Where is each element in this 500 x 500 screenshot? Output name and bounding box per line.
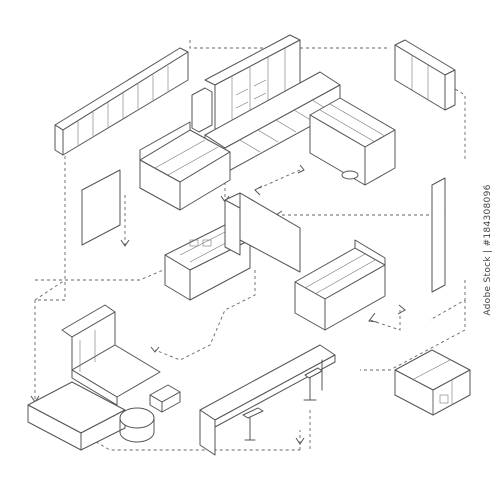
kitchen-back-run: [191, 34, 301, 141]
arrow-down-icon: [150, 346, 160, 353]
sofa-left: [139, 121, 231, 211]
route-left-vertical: [34, 150, 66, 400]
route-island-loop: [154, 270, 256, 361]
stock-watermark: Adobe Stock | #184308096: [483, 184, 493, 316]
arrow-diagonal-icon: [254, 185, 263, 196]
kitchen-right-block: [309, 97, 396, 186]
route-left-to-island: [35, 264, 176, 281]
dashed-connectors: [34, 40, 466, 451]
desk: [199, 344, 336, 456]
daybed: [27, 381, 126, 451]
ottoman: [149, 384, 181, 413]
arrow-diagonal-icon: [368, 312, 378, 323]
wall-cabinet-right: [394, 39, 456, 111]
route-right-bottom: [360, 300, 466, 371]
partition-wall: [224, 192, 301, 273]
round-table: [119, 407, 155, 443]
route-diag-upper: [254, 169, 301, 191]
lounge-chair: [61, 304, 161, 406]
arrow-down-icon: [295, 437, 305, 445]
sofa-right: [294, 239, 386, 331]
chair-front: [242, 407, 264, 441]
bench-seat: [341, 170, 359, 180]
wall-cabinet-left: [54, 47, 189, 156]
right-wall-panel: [431, 177, 446, 293]
wall-panel: [81, 169, 121, 246]
route-right-mid: [369, 310, 401, 331]
chair-back: [303, 367, 323, 401]
arrow-down-icon: [120, 239, 130, 247]
kitchen-island: [164, 224, 251, 301]
arrow-diagonal-icon: [397, 304, 406, 315]
route-top-loop: [189, 40, 466, 321]
arrow-diagonal-icon: [297, 164, 305, 174]
storage-boxes: [394, 349, 471, 416]
